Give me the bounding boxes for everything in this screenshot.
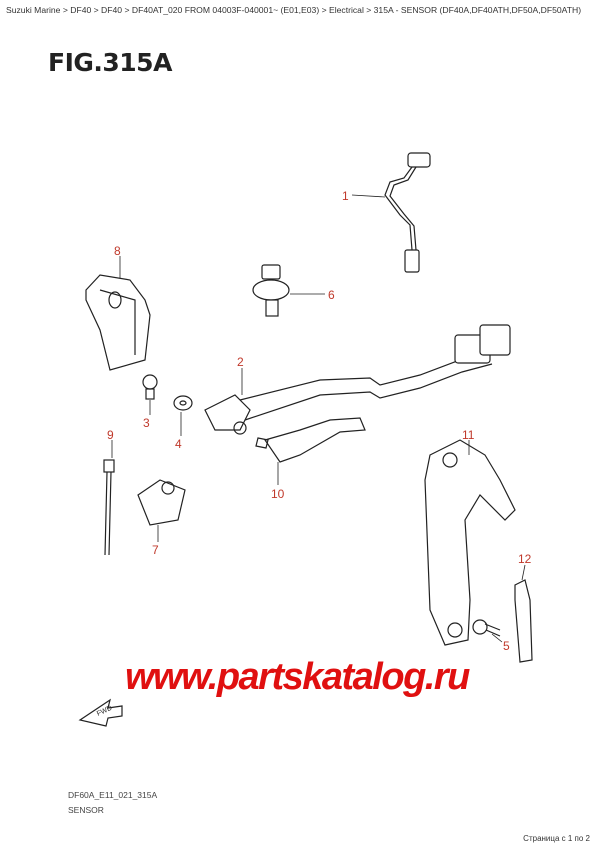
callout-7[interactable]: 7	[152, 543, 159, 557]
callout-9[interactable]: 9	[107, 428, 114, 442]
part-11-bracket[interactable]	[424, 439, 516, 646]
part-10-sensor-arm[interactable]	[255, 417, 366, 463]
callout-12[interactable]: 12	[518, 552, 532, 566]
part-12-plate[interactable]	[514, 579, 533, 663]
part-8-clamp[interactable]	[85, 274, 151, 371]
part-1-sensor[interactable]	[384, 152, 431, 273]
part-3-bolt[interactable]	[142, 374, 158, 400]
drawing-code: DF60A_E11_021_315A	[68, 790, 158, 800]
watermark: www.partskatalog.ru	[125, 656, 470, 698]
part-6-switch[interactable]	[252, 264, 290, 317]
callout-10[interactable]: 10	[271, 487, 285, 501]
callout-3[interactable]: 3	[143, 416, 150, 430]
callout-6[interactable]: 6	[328, 288, 335, 302]
part-2-sensor-harness[interactable]	[204, 324, 511, 435]
callout-2[interactable]: 2	[237, 355, 244, 369]
figure-title: FIG.315A	[48, 48, 172, 77]
breadcrumb[interactable]: Suzuki Marine > DF40 > DF40 > DF40AT_020…	[6, 5, 582, 15]
fwd-arrow-icon	[78, 698, 123, 727]
part-5-bolt[interactable]	[472, 619, 501, 637]
pagination: Страница с 1 по 2	[523, 834, 590, 843]
callout-4[interactable]: 4	[175, 437, 182, 451]
part-9-cable-tie[interactable]	[103, 459, 115, 556]
callout-8[interactable]: 8	[114, 244, 121, 258]
callout-11[interactable]: 11	[462, 428, 475, 442]
caption: SENSOR	[68, 805, 104, 815]
part-7-clip[interactable]	[137, 479, 186, 526]
callout-5[interactable]: 5	[503, 639, 510, 653]
part-4-washer[interactable]	[173, 395, 193, 411]
callout-1[interactable]: 1	[342, 189, 349, 203]
